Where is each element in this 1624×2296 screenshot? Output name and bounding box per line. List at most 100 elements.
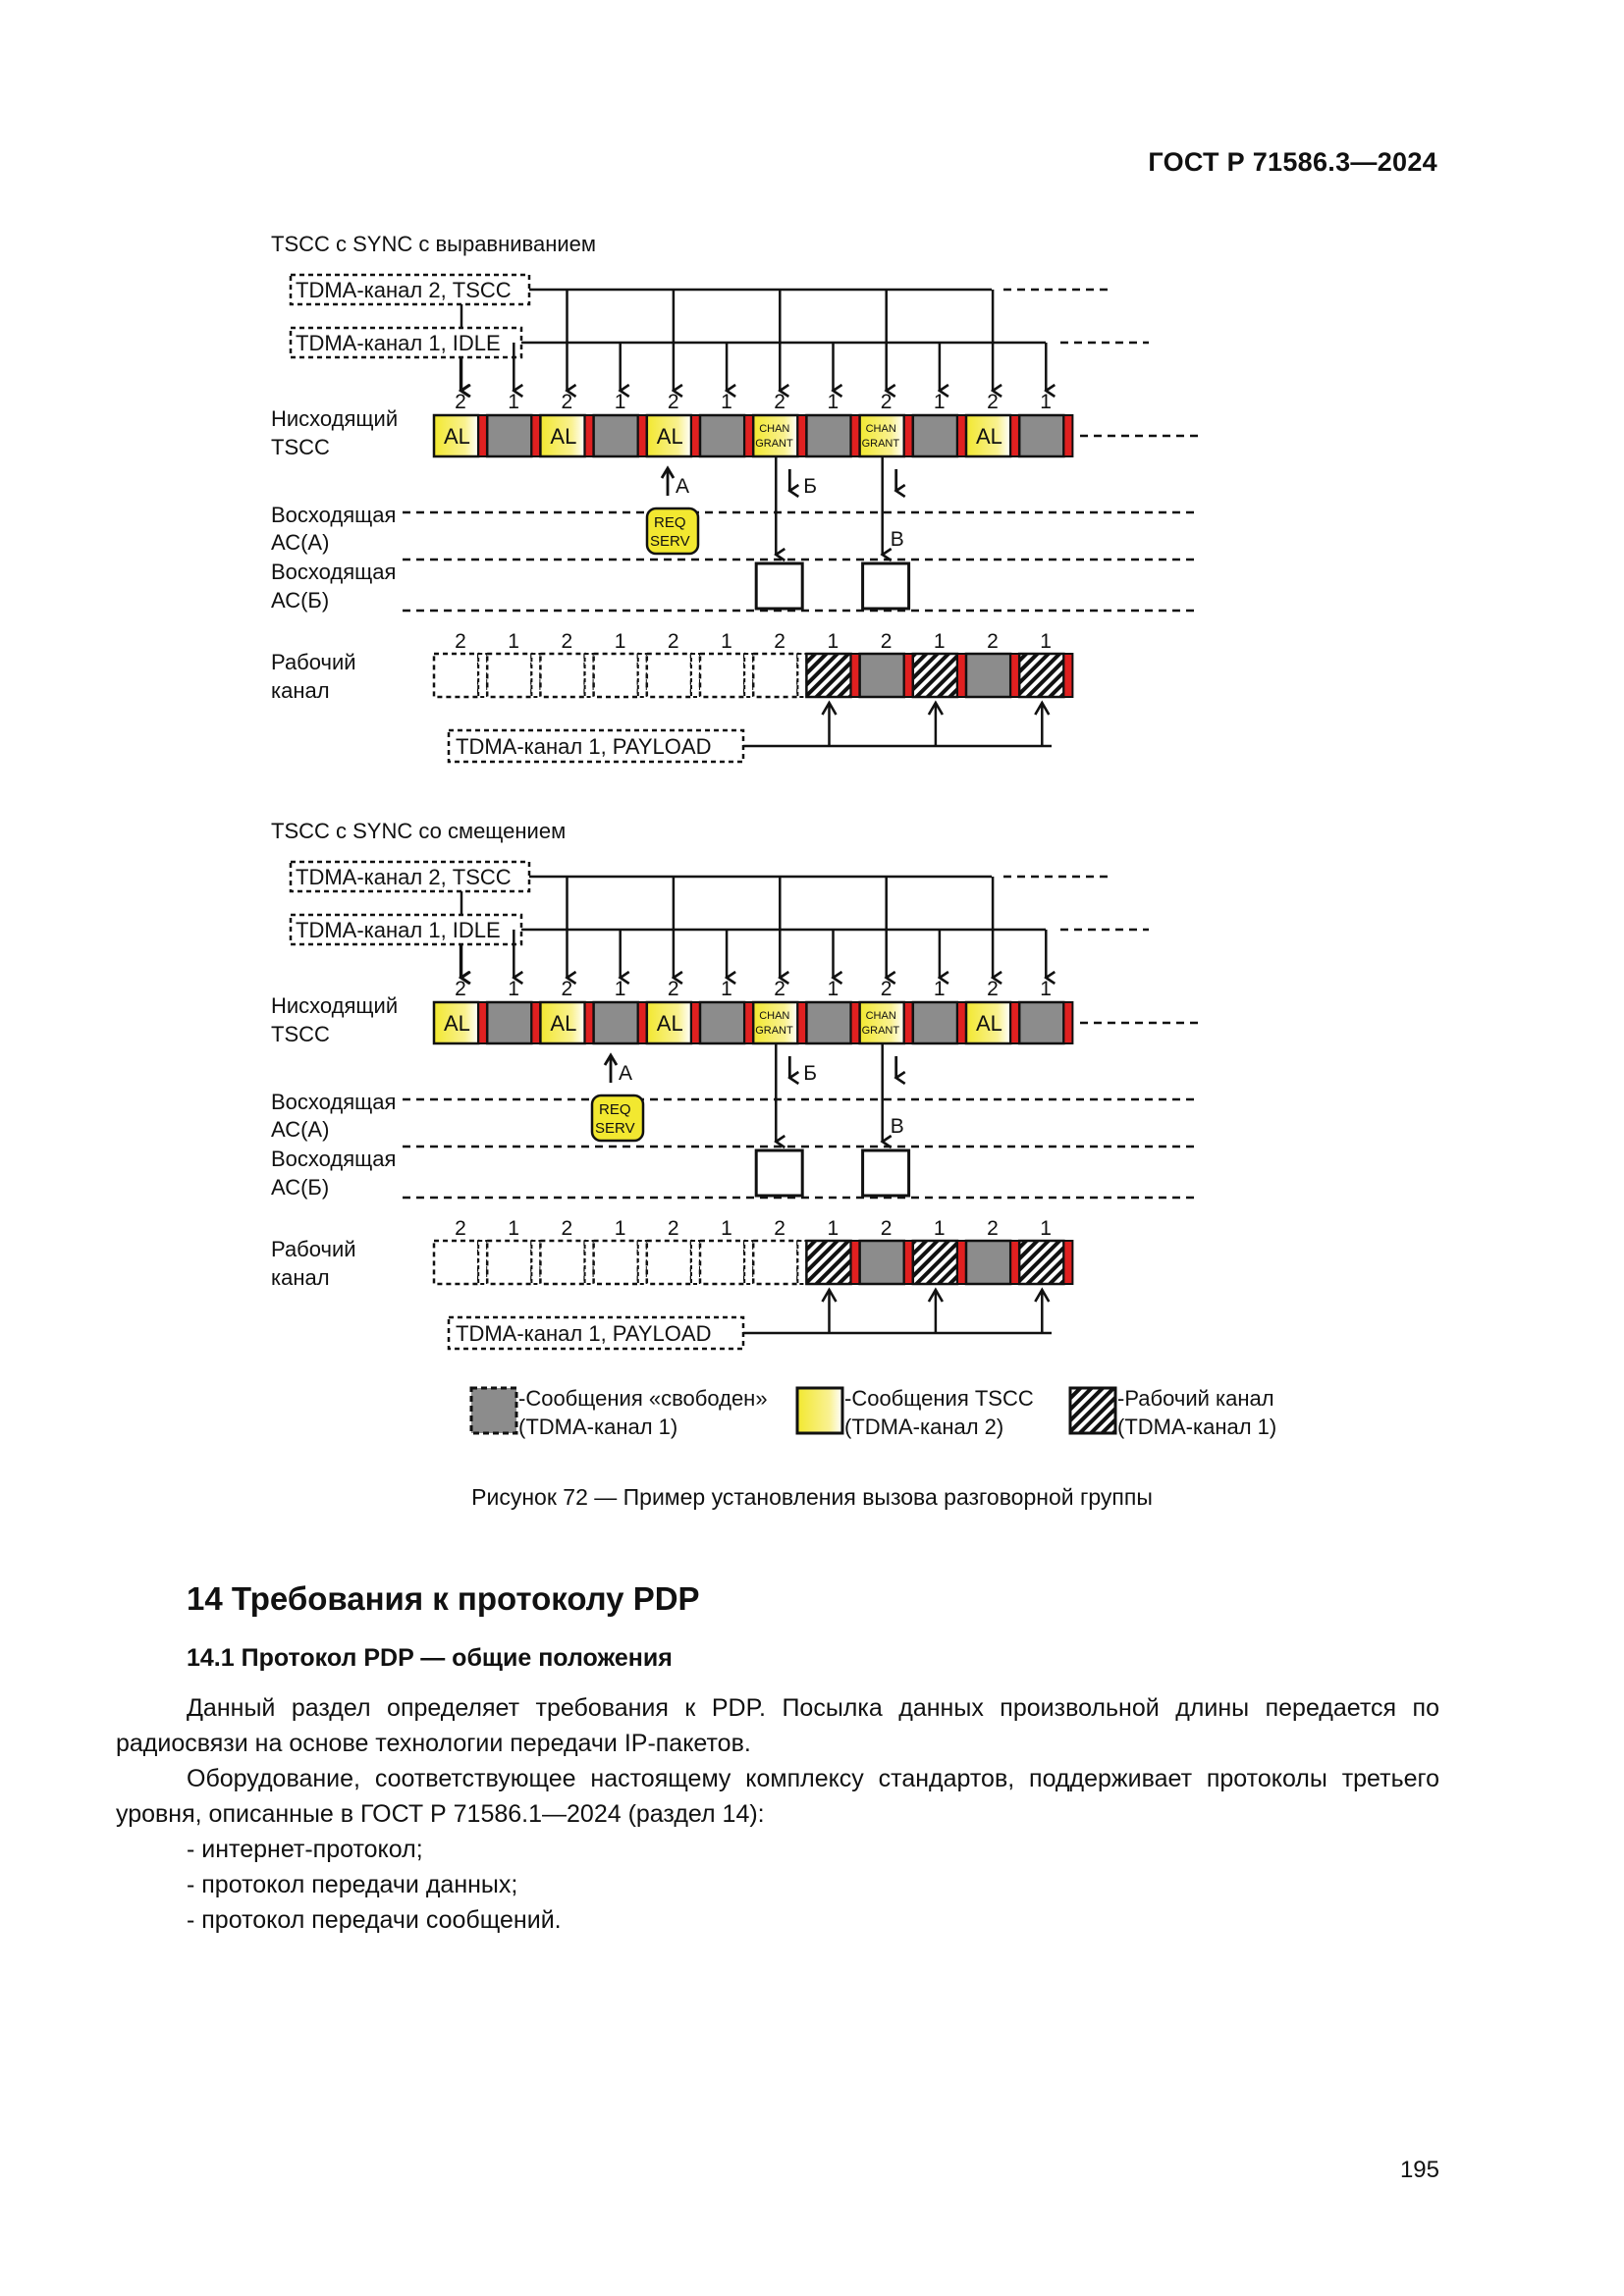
red-marker (902, 1240, 914, 1285)
slot-number: 2 (881, 978, 893, 1000)
slot-number: 2 (987, 978, 999, 1000)
payload-label: TDMA-канал 1, PAYLOAD (456, 734, 711, 759)
empty-slot (645, 652, 693, 699)
working-slot (1017, 652, 1065, 699)
al-label: AL (444, 1011, 470, 1036)
red-marker (849, 653, 861, 698)
slot-number: 1 (508, 630, 519, 653)
tscc-channel-box (289, 273, 531, 306)
chan-grant-label: CHAN (759, 1010, 789, 1022)
tscc-channel-label: TDMA-канал 2, TSCC (296, 865, 512, 889)
tscc-slot (539, 1000, 586, 1045)
empty-slot (432, 652, 480, 699)
slot-number: 1 (721, 978, 732, 1000)
slot-number: 2 (562, 391, 573, 413)
empty-slot (645, 1239, 693, 1286)
slot-number: 1 (934, 630, 946, 653)
tscc-slot (751, 413, 799, 458)
red-marker (902, 1001, 914, 1044)
slot-number: 1 (828, 391, 839, 413)
chan-grant-label: GRANT (862, 1025, 900, 1037)
empty-slot (751, 652, 799, 699)
legend-tscc-text: -Сообщения TSCC (844, 1386, 1034, 1411)
idle-slot (485, 413, 533, 458)
slot-number: 2 (774, 630, 785, 653)
slot-number: 2 (881, 391, 893, 413)
red-marker (583, 1001, 595, 1044)
up-arrow-head (821, 1287, 838, 1303)
empty-slot (698, 1239, 746, 1286)
empty-slot (485, 652, 533, 699)
slot-number: 1 (1040, 1217, 1052, 1240)
slot-number: 2 (774, 391, 785, 413)
document-header: ГОСТ Р 71586.3—2024 (1148, 147, 1437, 177)
idle-channel-box (289, 913, 523, 946)
list-item: - протокол передачи данных; (187, 1871, 518, 1898)
list-item: - протокол передачи сообщений. (187, 1906, 562, 1934)
red-marker (956, 1001, 967, 1044)
diagram-title: TSCC с SYNC со смещением (271, 819, 566, 843)
empty-marker (636, 1240, 648, 1285)
empty-marker (743, 653, 755, 698)
empty-slot (432, 1239, 480, 1286)
idle-slot (1017, 1000, 1065, 1045)
red-marker (849, 1240, 861, 1285)
red-marker (902, 653, 914, 698)
figure-caption: Рисунок 72 — Пример установления вызова … (471, 1484, 1153, 1510)
up-arrow-head (1034, 1287, 1051, 1303)
working-slot (911, 652, 959, 699)
red-marker (1009, 653, 1021, 698)
red-marker (1009, 414, 1021, 457)
legend-idle-text: (TDMA-канал 1) (518, 1415, 677, 1439)
row-label: АС(А) (271, 1117, 329, 1142)
subsection-title: 14.1 Протокол PDP — общие положения (187, 1644, 673, 1672)
slot-number: 2 (668, 630, 679, 653)
chan-grant-label: GRANT (755, 438, 793, 450)
tscc-slot (858, 413, 906, 458)
working-slot (911, 1239, 959, 1286)
section-title: 14 Требования к протоколу PDP (187, 1580, 700, 1617)
marker-a: А (619, 1062, 632, 1085)
slot-number: 2 (987, 630, 999, 653)
slot-number: 1 (828, 630, 839, 653)
red-marker (956, 653, 967, 698)
red-marker (1009, 1001, 1021, 1044)
al-label: AL (550, 1011, 576, 1036)
row-label: TSCC (271, 435, 330, 459)
row-label: канал (271, 1265, 330, 1290)
marker-v: В (891, 528, 904, 551)
empty-marker (530, 653, 542, 698)
red-marker (796, 1001, 808, 1044)
red-marker (1062, 653, 1074, 698)
idle-slot (805, 1000, 852, 1045)
red-marker (1009, 1240, 1021, 1285)
slot-number: 2 (881, 1217, 893, 1240)
slot-number: 1 (828, 1217, 839, 1240)
marker-a: А (676, 475, 689, 498)
slot-number: 1 (934, 1217, 946, 1240)
idle-channel-label: TDMA-канал 1, IDLE (296, 918, 501, 942)
empty-marker (636, 653, 648, 698)
empty-slot (485, 1239, 533, 1286)
slot-number: 1 (721, 630, 732, 653)
slot-number: 1 (508, 1217, 519, 1240)
red-marker (956, 414, 967, 457)
red-marker (849, 414, 861, 457)
row-label: Восходящая (271, 560, 396, 584)
red-marker (690, 1001, 701, 1044)
legend-work-text: (TDMA-канал 1) (1117, 1415, 1276, 1439)
tscc-slot (751, 1000, 799, 1045)
empty-marker (477, 1240, 489, 1285)
chan-grant-label: CHAN (866, 1010, 896, 1022)
arrow-a-head (660, 465, 676, 479)
idle-slot (592, 413, 640, 458)
slot-number: 2 (562, 630, 573, 653)
slot-number: 2 (455, 1217, 466, 1240)
red-marker (902, 414, 914, 457)
req-serv-slot (645, 507, 700, 556)
red-marker (1062, 414, 1074, 457)
al-label: AL (550, 424, 576, 449)
tscc-slot (964, 1000, 1012, 1045)
